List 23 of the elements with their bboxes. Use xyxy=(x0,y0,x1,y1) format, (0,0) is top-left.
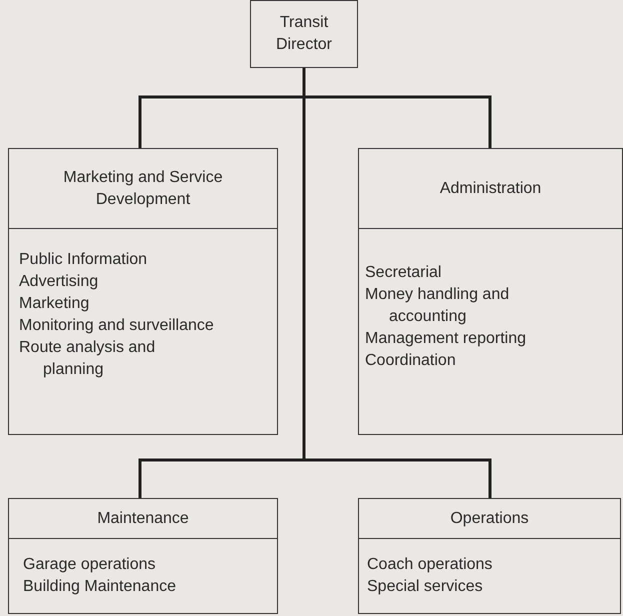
org-box xyxy=(8,148,278,435)
duty-item: Marketing xyxy=(19,294,90,314)
org-box xyxy=(8,498,278,614)
box-title: Marketing and Service Development xyxy=(62,168,224,210)
duty-item: Special services xyxy=(367,577,483,597)
duty-item: Public Information xyxy=(19,250,148,270)
duty-item: Route analysis and planning xyxy=(19,338,156,380)
duty-item: Money handling and accounting xyxy=(365,285,510,327)
box-title: Maintenance xyxy=(97,508,189,528)
box-title: Operations xyxy=(450,508,529,528)
duty-item: Coordination xyxy=(365,351,456,371)
org-box xyxy=(358,148,623,435)
duty-item: Advertising xyxy=(19,272,98,292)
duty-item: Monitoring and surveillance xyxy=(19,316,214,336)
org-box xyxy=(250,0,358,68)
org-box xyxy=(358,498,621,614)
duty-item: Secretarial xyxy=(365,263,442,283)
box-title: Transit Director xyxy=(274,13,333,55)
duty-item: Building Maintenance xyxy=(23,577,176,597)
duty-item: Garage operations xyxy=(23,555,156,575)
duty-item: Coach operations xyxy=(367,555,492,575)
duty-item: Management reporting xyxy=(365,329,526,349)
box-title: Administration xyxy=(440,178,542,198)
